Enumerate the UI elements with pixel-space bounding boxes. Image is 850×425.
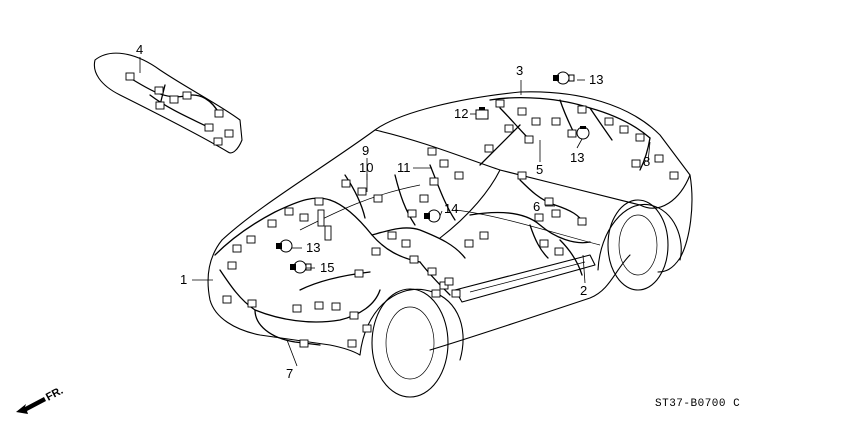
callout-8: 8 <box>643 154 650 169</box>
car-body-outline <box>207 91 693 398</box>
diagram-reference-code: ST37-B0700 C <box>655 398 741 410</box>
harness-main-front <box>214 147 474 348</box>
callout-3: 3 <box>516 63 523 78</box>
part-13-rear <box>576 126 590 140</box>
leader-lines <box>139 57 651 367</box>
callout-6: 6 <box>533 199 540 214</box>
callout-12: 12 <box>454 106 468 121</box>
callout-5: 5 <box>536 162 543 177</box>
callout-13-rear: 13 <box>570 150 584 165</box>
harness-floor <box>431 171 591 298</box>
part-13-front <box>276 239 293 253</box>
callout-7: 7 <box>286 366 293 381</box>
harness-4-dashboard <box>93 52 243 154</box>
front-direction-arrow-icon <box>16 397 46 414</box>
part-14 <box>424 209 441 223</box>
callout-15: 15 <box>320 260 334 275</box>
callout-1: 1 <box>180 272 187 287</box>
part-15 <box>290 260 312 274</box>
callout-2: 2 <box>580 283 587 298</box>
callout-9: 9 <box>362 143 369 158</box>
callout-labels: 1 2 3 4 5 6 7 8 9 10 11 12 13 13 13 14 1… <box>136 42 650 381</box>
harness-roof-rear <box>479 97 679 180</box>
part-12-bulb-socket <box>475 107 489 120</box>
callout-10: 10 <box>359 160 373 175</box>
callout-13-upper: 13 <box>589 72 603 87</box>
callout-4: 4 <box>136 42 143 57</box>
part-13-upper <box>553 71 575 85</box>
callout-14: 14 <box>444 201 458 216</box>
callout-11: 11 <box>397 160 411 175</box>
callout-13-front: 13 <box>306 240 320 255</box>
